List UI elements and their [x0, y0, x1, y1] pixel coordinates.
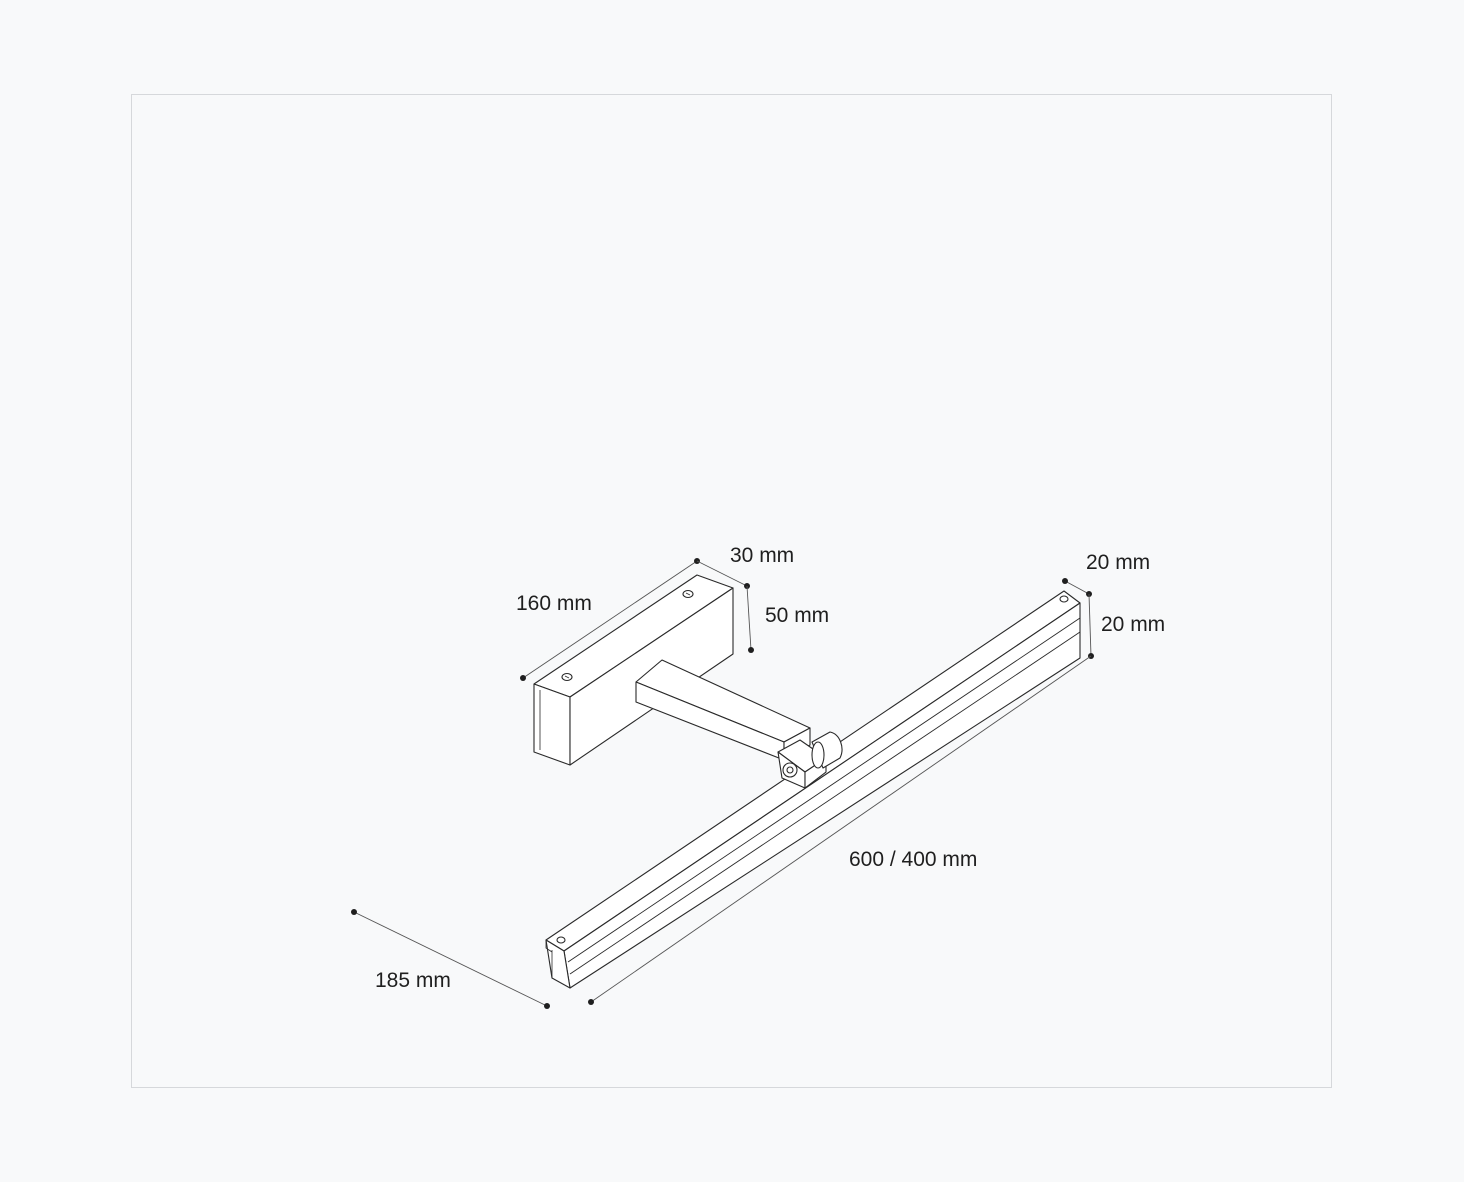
label-bracket-height: 50 mm: [765, 604, 829, 627]
screw-hole-icon: [682, 589, 694, 599]
dimension-lines: [351, 558, 1094, 1009]
screw-hole-icon: [1059, 595, 1069, 603]
drawing-frame: [131, 94, 1332, 1088]
label-bracket-length: 160 mm: [516, 592, 592, 615]
screw-hole-icon: [561, 672, 573, 682]
label-bar-depth: 20 mm: [1086, 551, 1150, 574]
arm: [635, 659, 811, 761]
label-bracket-depth: 30 mm: [730, 544, 794, 567]
label-projection: 185 mm: [375, 969, 451, 992]
label-bar-height: 20 mm: [1101, 613, 1165, 636]
label-bar-length: 600 / 400 mm: [849, 848, 977, 871]
screw-hole-icon: [556, 936, 566, 944]
hinge-joint: [777, 731, 843, 789]
